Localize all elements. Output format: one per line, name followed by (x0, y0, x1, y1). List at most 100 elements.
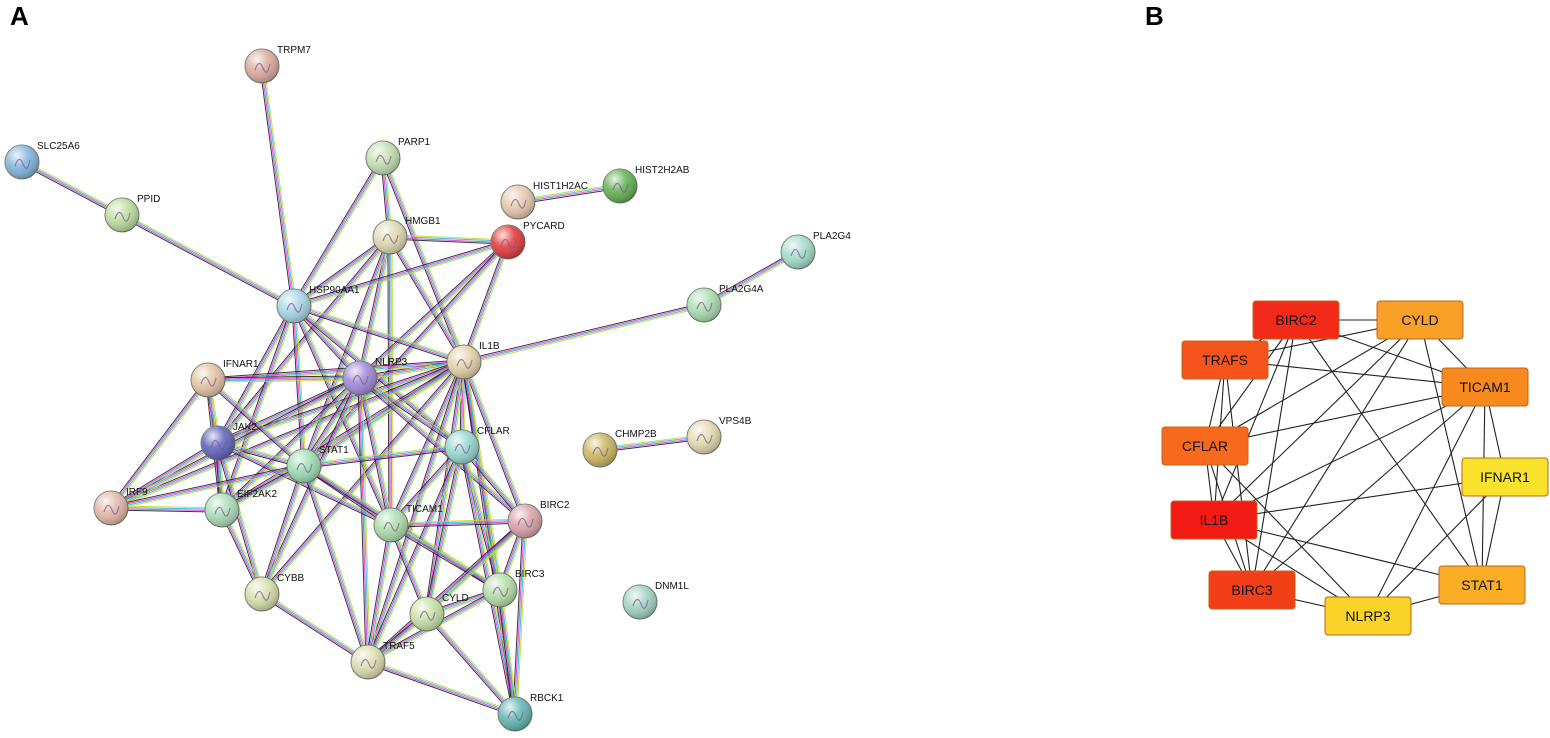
edge-cyld-rbck1 (425, 612, 517, 716)
panel-b-label: B (1145, 1, 1164, 31)
edge-pycard-hsp90aa1 (293, 239, 509, 309)
edge-stat1-traf5 (301, 465, 371, 663)
edge-slc25a6-ppid (20, 159, 124, 218)
hub-node-stat1: STAT1 (1438, 565, 1526, 605)
hub-edge-birc2-il1b (1213, 319, 1297, 521)
node-irf9: IRF9 (93, 487, 148, 526)
edge-ticam1-birc2 (390, 518, 526, 528)
edge-trpm7-hsp90aa1 (259, 65, 297, 307)
node-label-stat1: STAT1 (319, 445, 349, 456)
node-pla2g4: PLA2G4 (780, 231, 851, 270)
node-structure-glyph (456, 358, 473, 369)
hub-label-ticam1: TICAM1 (1459, 379, 1511, 395)
hub-node-box (1324, 596, 1412, 636)
edge-il1b-traf5 (365, 361, 467, 663)
node-structure-glyph (454, 443, 471, 454)
edge-birc2-rbck1 (512, 520, 528, 715)
node-label-cyld: CYLD (442, 593, 469, 604)
hub-node-box (1161, 426, 1249, 466)
node-label-irf9: IRF9 (126, 487, 148, 498)
node-label-hmgb1: HMGB1 (405, 216, 441, 227)
hub-node-box (1170, 500, 1258, 540)
node-structure-glyph (286, 302, 303, 313)
node-label-hist1h2ac: HIST1H2AC (533, 181, 588, 192)
hub-label-cflar: CFLAR (1182, 438, 1228, 454)
hub-edge-cflar-nlrp3 (1204, 445, 1369, 617)
node-hist2h2ab: HIST2H2AB (602, 165, 690, 204)
node-label-chmp2b: CHMP2B (615, 429, 657, 440)
hub-label-il1b: IL1B (1200, 512, 1229, 528)
hub-label-cyld: CYLD (1401, 312, 1438, 328)
node-jak2: JAK2 (200, 422, 257, 461)
node-structure-glyph (375, 154, 392, 165)
node-vps4b: VPS4B (686, 416, 752, 455)
node-pla2g4a: PLA2G4A (686, 284, 764, 323)
node-structure-glyph (103, 504, 120, 515)
node-label-jak2: JAK2 (233, 422, 257, 433)
node-il1b: IL1B (446, 341, 500, 380)
edge-pla2g4-pla2g4a (702, 249, 800, 308)
hub-node-box (1181, 340, 1269, 380)
hub-node-cyld: CYLD (1376, 300, 1464, 340)
panel-a-edges (20, 65, 800, 717)
node-structure-glyph (592, 446, 609, 457)
node-cybb: CYBB (244, 573, 305, 612)
node-hmgb1: HMGB1 (372, 216, 441, 255)
node-structure-glyph (254, 62, 271, 73)
hub-node-box (1438, 565, 1526, 605)
edge-hsp90aa1-stat1 (291, 305, 307, 467)
edge-il1b-irf9 (110, 359, 465, 511)
node-structure-glyph (419, 610, 436, 621)
node-label-birc3: BIRC3 (515, 569, 545, 580)
node-structure-glyph (296, 462, 313, 473)
hub-node-box (1461, 457, 1549, 497)
hub-edge-trafs-birc3 (1224, 359, 1253, 591)
node-label-ppid: PPID (137, 194, 160, 205)
node-birc3: BIRC3 (482, 569, 545, 608)
node-label-traf5: TRAF5 (383, 641, 415, 652)
node-structure-glyph (14, 158, 31, 169)
edge-hsp90aa1-il1b (293, 303, 465, 365)
node-label-nlrp3: NLRP3 (375, 357, 408, 368)
node-label-eif2ak2: EIF2AK2 (237, 489, 277, 500)
node-structure-glyph (500, 238, 517, 249)
node-structure-glyph (696, 433, 713, 444)
node-cyld: CYLD (409, 593, 469, 632)
edge-stat1-cybb (259, 465, 307, 595)
hub-edge-ticam1-cflar (1204, 386, 1486, 447)
hub-edge-cyld-cflar (1204, 319, 1421, 447)
node-nlrp3: NLRP3 (342, 357, 408, 396)
edge-jak2-irf9 (109, 440, 220, 511)
node-structure-glyph (383, 521, 400, 532)
hub-edge-birc2-birc3 (1251, 319, 1297, 591)
node-structure-glyph (114, 211, 131, 222)
node-slc25a6: SLC25A6 (4, 141, 80, 180)
panel-a-nodes: TRPM7SLC25A6PPIDPARP1HMGB1HIST1H2ACHIST2… (4, 45, 851, 732)
node-eif2ak2: EIF2AK2 (204, 489, 277, 528)
node-ifnar1: IFNAR1 (190, 359, 259, 398)
hub-node-birc3: BIRC3 (1208, 570, 1296, 610)
node-label-pla2g4: PLA2G4 (813, 231, 851, 242)
node-label-dnm1l: DNM1L (655, 581, 689, 592)
edge-ticam1-birc3 (389, 522, 502, 593)
hub-label-ifnar1: IFNAR1 (1480, 469, 1530, 485)
hub-edge-birc2-stat1 (1295, 319, 1483, 586)
node-structure-glyph (200, 376, 217, 387)
node-label-pla2g4a: PLA2G4A (719, 284, 764, 295)
hub-node-box (1376, 300, 1464, 340)
edge-pla2g4a-il1b (463, 302, 705, 365)
edge-ppid-hsp90aa1 (120, 212, 296, 309)
node-structure-glyph (612, 182, 629, 193)
edge-stat1-irf9 (110, 463, 305, 511)
edge-ifnar1-stat1 (206, 378, 306, 468)
node-structure-glyph (382, 233, 399, 244)
panel-a-label: A (10, 1, 29, 31)
edge-hmgb1-il1b (387, 235, 467, 364)
hub-node-il1b: IL1B (1170, 500, 1258, 540)
hub-edge-il1b-stat1 (1213, 519, 1483, 586)
node-structure-glyph (352, 374, 369, 385)
node-structure-glyph (790, 248, 807, 259)
hub-label-trafs: TRAFS (1202, 352, 1248, 368)
edge-hmgb1-jak2 (216, 235, 392, 445)
